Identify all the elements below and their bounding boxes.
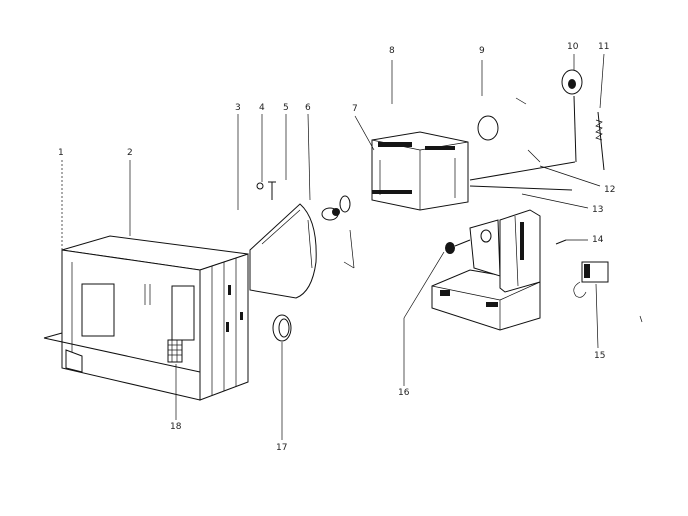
callout-9: 9	[479, 46, 485, 56]
callout-12: 12	[604, 185, 616, 195]
part-knob	[272, 314, 292, 342]
callout-16: 16	[398, 388, 410, 398]
part-base-unit	[431, 209, 541, 331]
part-reel-and-spring	[561, 69, 605, 171]
part-cover	[249, 203, 317, 299]
callout-8: 8	[389, 46, 395, 56]
callout-17: 17	[276, 443, 288, 453]
part-mounting-bracket	[469, 97, 576, 191]
callout-11: 11	[598, 42, 610, 52]
callout-13: 13	[592, 205, 604, 215]
leader-lines	[61, 53, 643, 440]
part-screws-and-knob	[256, 181, 355, 269]
callout-3: 3	[235, 103, 241, 113]
callout-2: 2	[127, 148, 133, 158]
callout-5: 5	[283, 103, 289, 113]
part-cabinet	[43, 235, 249, 401]
part-chassis-tray	[371, 131, 469, 211]
callout-1: 1	[58, 148, 64, 158]
callout-14: 14	[592, 235, 604, 245]
callout-6: 6	[305, 103, 311, 113]
callout-10: 10	[567, 42, 579, 52]
callout-15: 15	[594, 351, 606, 361]
callout-7: 7	[352, 104, 358, 114]
callout-4: 4	[259, 103, 265, 113]
part-clip-and-plug	[555, 239, 609, 298]
callout-18: 18	[170, 422, 182, 432]
